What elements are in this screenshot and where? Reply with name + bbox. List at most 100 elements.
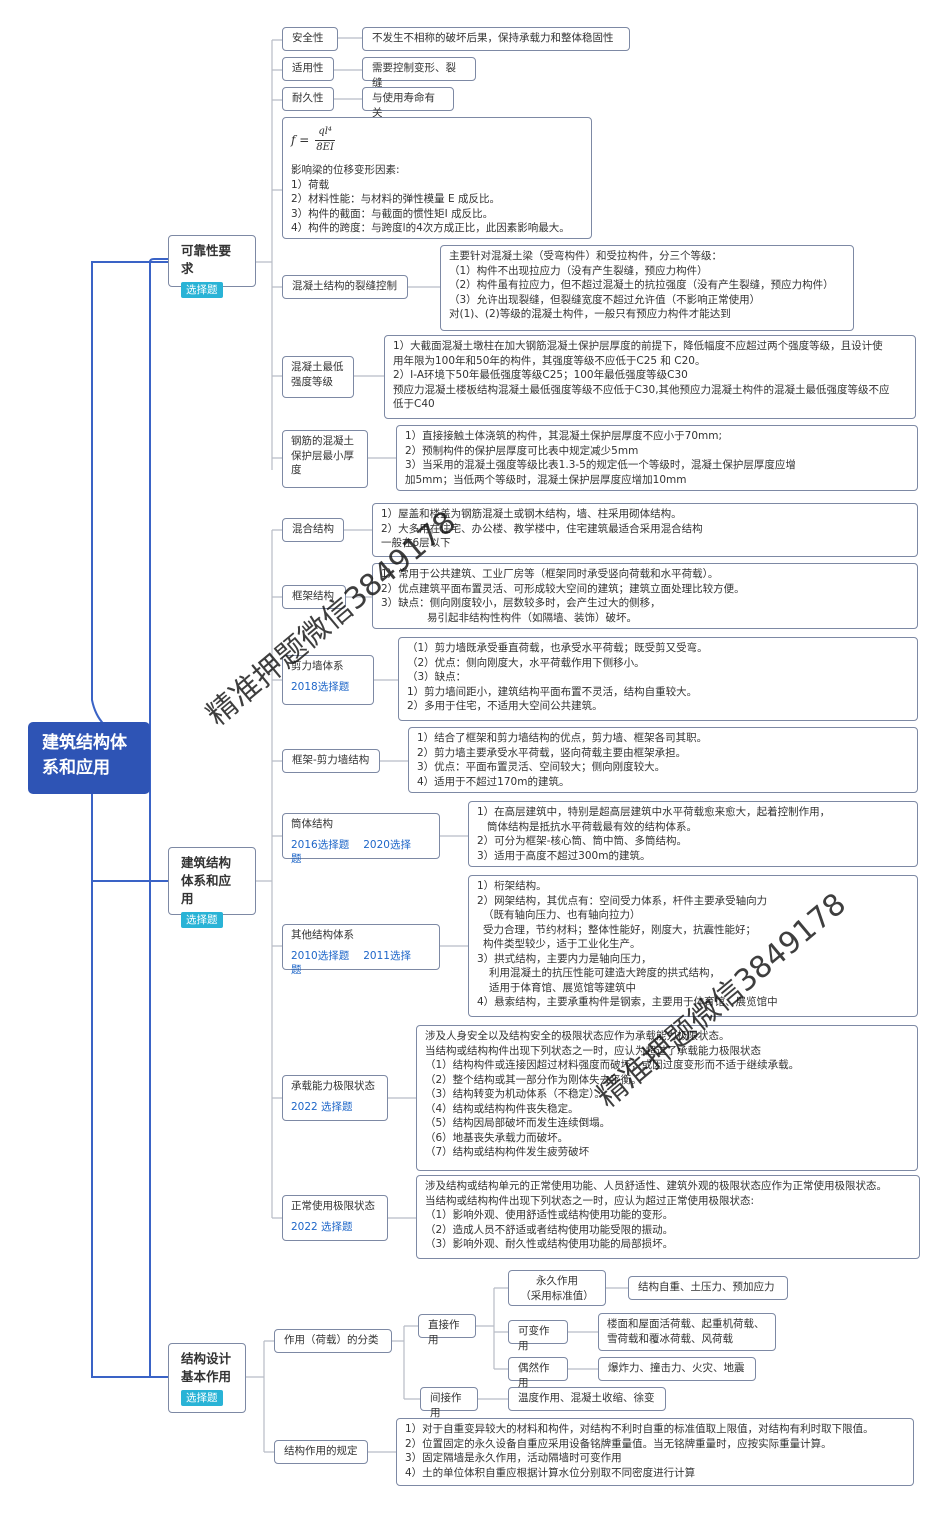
node-label: 承载能力极限状态 — [291, 1080, 375, 1092]
text-line: 一般在6层以下 — [381, 537, 451, 549]
text-line: 2）多用于住宅，不适用大空间公共建筑。 — [407, 700, 603, 712]
tag-badge: 选择题 — [181, 1390, 223, 1406]
text-line: 1）常用于公共建筑、工业厂房等（框架同时承受竖向荷载和水平荷载）。 — [381, 568, 719, 580]
exam-year: 2010选择题 — [291, 949, 350, 962]
node-frame[interactable]: 框架结构 — [282, 585, 346, 609]
desc-rules: 1）对于自重变异较大的材料和构件，对结构不利时自重的标准值取上限值，对结构有利时… — [396, 1418, 914, 1486]
node-shear[interactable]: 剪力墙体系 2018选择题 — [282, 655, 374, 705]
text-line: 当结构或结构构件出现下列状态之一时，应认为超过正常使用极限状态: — [425, 1194, 755, 1207]
text-line: （1）构件不出现拉应力（没有产生裂缝，预应力构件） — [449, 264, 708, 277]
desc-ultimate: 涉及人身安全以及结构安全的极限状态应作为承载能力极限状态。 当结构或结构构件出现… — [416, 1025, 918, 1171]
desc-other: 1）桁架结构。 2）网架结构，其优点有：空间受力体系，杆件主要承受轴向力 （既有… — [468, 875, 918, 1017]
desc-frame-shear: 1）结合了框架和剪力墙结构的优点，剪力墙、框架各司其职。 2）剪力墙主要承受水平… — [408, 727, 918, 793]
text-line: （1）剪力墙既承受垂直荷载，也承受水平荷载；既受剪又受弯。 — [407, 642, 708, 654]
node-normal[interactable]: 正常使用极限状态 2022 选择题 — [282, 1195, 388, 1241]
text-line: 1）对于自重变异较大的材料和构件，对结构不利时自重的标准值取上限值，对结构有利时… — [405, 1423, 874, 1435]
text-line: 2）材料性能：与材料的弹性模量 E 成反比。 — [291, 193, 500, 205]
text-line: 加5mm；当低两个等级时，混凝土保护层厚度应增加10mm — [405, 473, 687, 486]
desc-crack: 主要针对混凝土梁（受弯构件）和受拉构件，分三个等级： （1）构件不出现拉应力（没… — [440, 245, 854, 331]
text-line: 楼面和屋面活荷载、起重机荷载、 — [607, 1318, 765, 1330]
node-min-grade[interactable]: 混凝土最低强度等级 — [282, 356, 354, 398]
text-line: 利用混凝土的抗压性能可建造大跨度的拱式结构， — [489, 967, 720, 979]
text-line: （3）结构转变为机动体系（不稳定）。 — [425, 1088, 605, 1100]
node-safety[interactable]: 安全性 — [282, 27, 338, 51]
node-label: 可变作用 — [518, 1325, 550, 1352]
text-line: （2）构件虽有拉应力，但不超过混凝土的抗拉强度（没有产生裂缝，预应力构件） — [449, 279, 834, 291]
root-node[interactable]: 建筑结构体系和应用 — [28, 722, 150, 794]
desc-accidental: 爆炸力、撞击力、火灾、地震 — [598, 1357, 756, 1381]
desc-tube: 1）在高层建筑中，特别是超高层建筑中水平荷载愈来愈大，起着控制作用， 筒体结构是… — [468, 801, 918, 867]
node-ultimate[interactable]: 承载能力极限状态 2022 选择题 — [282, 1075, 388, 1121]
text-line: 当结构或结构构件出现下列状态之一时，应认为超过了承载能力极限状态 — [425, 1044, 761, 1057]
text-line: 受力合理，节约材料；整体性能好，刚度大，抗震性能好； — [483, 923, 756, 936]
exam-year: 2022 选择题 — [291, 1100, 353, 1113]
node-mixed[interactable]: 混合结构 — [282, 518, 344, 542]
text-line: 筒体结构是抵抗水平荷载最有效的结构体系。 — [487, 820, 697, 833]
node-frame-shear[interactable]: 框架-剪力墙结构 — [282, 749, 380, 773]
node-crack[interactable]: 混凝土结构的裂缝控制 — [282, 275, 408, 299]
node-variable[interactable]: 可变作用 — [508, 1320, 568, 1352]
text-line: （1）结构构件或连接因超过材料强度而破坏，或因过度变形而不适于继续承载。 — [425, 1059, 800, 1071]
node-sublabel: （采用标准值） — [520, 1289, 594, 1302]
text-line: 1）在高层建筑中，特别是超高层建筑中水平荷载愈来愈大，起着控制作用， — [477, 806, 831, 818]
category-reliability[interactable]: 可靠性要求 选择题 — [168, 235, 256, 298]
text-line: 3）固定隔墙是永久作用，活动隔墙时可变作用 — [405, 1452, 622, 1464]
text-line: 涉及结构或结构单元的正常使用功能、人员舒适性、建筑外观的极限状态应作为正常使用极… — [425, 1180, 887, 1192]
text-line: 2）位置固定的永久设备自重应采用设备铭牌重量值。当无铭牌重量时，应按实际重量计算… — [405, 1437, 832, 1450]
node-serviceability[interactable]: 适用性 — [282, 57, 334, 81]
node-label: 混合结构 — [292, 523, 334, 535]
text-line: 适用于体育馆、展览馆等建筑中 — [489, 981, 636, 994]
exam-years: 2022 选择题 — [291, 1100, 379, 1115]
category-design[interactable]: 结构设计基本作用 选择题 — [168, 1343, 246, 1413]
node-label: 混凝土最低强度等级 — [291, 361, 344, 388]
node-indirect[interactable]: 间接作用 — [420, 1387, 478, 1419]
text-line: 主要针对混凝土梁（受弯构件）和受拉构件，分三个等级： — [449, 250, 722, 262]
node-label: 剪力墙体系 — [291, 660, 344, 672]
desc-variable: 楼面和屋面活荷载、起重机荷载、 雪荷载和覆冰荷载、风荷载 — [598, 1313, 776, 1351]
desc-text: 与使用寿命有关 — [372, 92, 435, 119]
node-cover[interactable]: 钢筋的混凝土保护层最小厚度 — [282, 430, 368, 488]
text-line: 3）优点：平面布置灵活、空间较大；侧向刚度较大。 — [417, 761, 666, 773]
node-permanent[interactable]: 永久作用 （采用标准值） — [508, 1270, 606, 1306]
exam-years: 2022 选择题 — [291, 1220, 379, 1235]
text-line: 1）屋盖和楼盖为钢筋混凝土或钢木结构，墙、柱采用砌体结构。 — [381, 508, 682, 520]
text-line: 2）网架结构，其优点有：空间受力体系，杆件主要承受轴向力 — [477, 894, 768, 907]
node-accidental[interactable]: 偶然作用 — [508, 1357, 568, 1389]
desc-text: 温度作用、混凝土收缩、徐变 — [518, 1392, 655, 1404]
formula-lhs: f = — [291, 132, 310, 147]
node-durability[interactable]: 耐久性 — [282, 87, 334, 111]
exam-years: 2018选择题 — [291, 680, 365, 695]
formula-denominator: 8EI — [316, 141, 334, 153]
tag-badge: 选择题 — [181, 912, 223, 928]
node-label: 混凝土结构的裂缝控制 — [292, 280, 397, 292]
text-line: 用年限为100年和50年的构件，其强度等级不应低于C25 和 C20。 — [393, 354, 706, 367]
text-line: （6）地基丧失承载力而破坏。 — [425, 1131, 569, 1144]
node-rules[interactable]: 结构作用的规定 — [274, 1440, 368, 1464]
desc-serviceability: 需要控制变形、裂缝 — [362, 57, 476, 89]
node-label: 安全性 — [292, 32, 324, 44]
node-label: 其他结构体系 — [291, 929, 354, 941]
desc-text: 爆炸力、撞击力、火灾、地震 — [608, 1362, 745, 1374]
desc-indirect: 温度作用、混凝土收缩、徐变 — [508, 1387, 666, 1411]
text-line: 1）大截面混凝土墩柱在加大钢筋混凝土保护层厚度的前提下，降低幅度不应超过两个强度… — [393, 340, 883, 352]
text-line: 3）当采用的混凝土强度等级比表1.3-5的规定低一个等级时，混凝土保护层厚度应增 — [405, 459, 796, 471]
text-line: （3）影响外观、耐久性或结构使用功能的局部损坏。 — [425, 1238, 674, 1250]
text-line: 1）结合了框架和剪力墙结构的优点，剪力墙、框架各司其职。 — [417, 732, 708, 744]
category-system[interactable]: 建筑结构体系和应用 选择题 — [168, 847, 256, 928]
text-line: 3）构件的截面：与截面的惯性矩I 成反比。 — [291, 207, 494, 220]
exam-year: 2011选择题 — [291, 949, 411, 977]
node-label: 框架-剪力墙结构 — [292, 754, 370, 766]
node-classification[interactable]: 作用（荷载）的分类 — [274, 1329, 392, 1353]
root-title: 建筑结构体系和应用 — [42, 733, 127, 778]
text-line: （5）结构因局部破坏而发生连续倒塌。 — [425, 1117, 611, 1129]
tag-badge: 选择题 — [181, 282, 223, 298]
node-direct[interactable]: 直接作用 — [418, 1314, 476, 1346]
text-line: （2）优点：侧向刚度大，水平荷载作用下侧移小。 — [407, 656, 645, 669]
text-line: 易引起非结构性构件（如隔墙、装饰）破坏。 — [427, 611, 637, 624]
desc-mixed: 1）屋盖和楼盖为钢筋混凝土或钢木结构，墙、柱采用砌体结构。 2）大多用在住宅、办… — [372, 503, 918, 557]
